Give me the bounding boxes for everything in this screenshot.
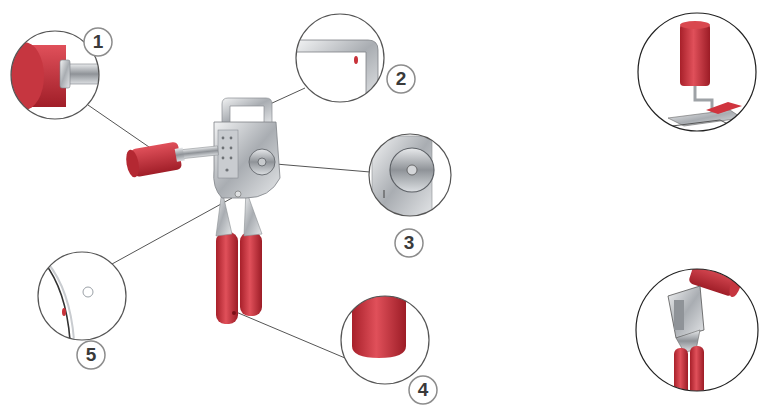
callout-number: 3 — [395, 229, 423, 257]
callout-number: 5 — [77, 341, 105, 369]
callout-number: 1 — [84, 28, 112, 56]
callout-rings — [77, 28, 437, 404]
callout-number: 4 — [409, 376, 437, 404]
callout-number: 2 — [387, 65, 415, 93]
main-opener — [124, 98, 280, 324]
